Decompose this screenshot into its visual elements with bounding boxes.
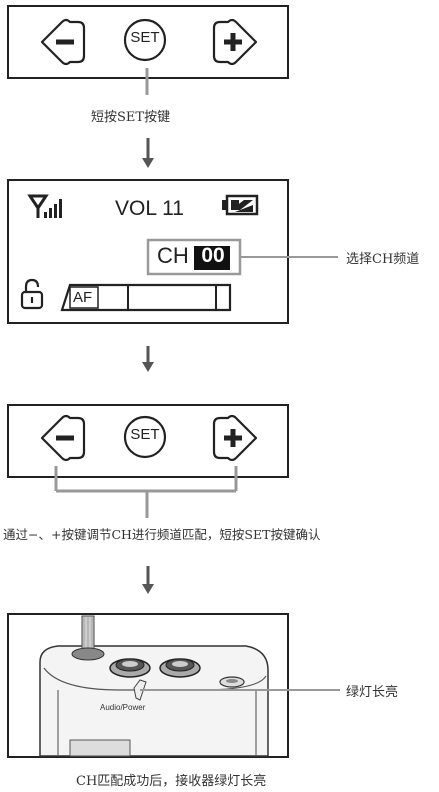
lcd-display bbox=[7, 179, 289, 324]
led-callout: 绿灯长亮 bbox=[346, 685, 399, 700]
connector-jack-icon bbox=[159, 658, 201, 678]
plus-button-icon bbox=[212, 18, 258, 66]
bracket-connector bbox=[54, 466, 238, 518]
antenna-icon bbox=[27, 194, 49, 218]
led-indicator-icon bbox=[219, 676, 245, 688]
down-arrow-icon bbox=[142, 346, 154, 372]
af-label: AF bbox=[73, 289, 93, 306]
channel-prefix: CH bbox=[157, 243, 189, 268]
lock-icon bbox=[20, 278, 44, 310]
minus-button-icon bbox=[40, 18, 86, 66]
set-button-icon bbox=[123, 18, 167, 62]
plus-button-icon bbox=[212, 414, 258, 462]
down-arrow-icon bbox=[142, 138, 154, 168]
step4-caption: CH匹配成功后，接收器绿灯长亮 bbox=[76, 774, 267, 789]
step3-caption: 通过−、+按键调节CH进行频道匹配，短按SET按键确认 bbox=[3, 527, 321, 542]
button-panel-middle bbox=[7, 404, 289, 478]
battery-icon bbox=[222, 194, 259, 216]
set-button-icon bbox=[123, 415, 167, 459]
channel-value-box bbox=[194, 246, 230, 270]
connector-jack-icon bbox=[109, 658, 151, 678]
device-illustration bbox=[7, 613, 289, 758]
set-button-label: SET bbox=[130, 29, 160, 46]
channel-value: 00 bbox=[201, 244, 225, 267]
button-panel-top bbox=[7, 5, 289, 79]
device-label: Audio/Power bbox=[100, 703, 146, 712]
volume-label: VOL 11 bbox=[115, 197, 184, 220]
channel-callout: 选择CH频道 bbox=[346, 252, 420, 267]
af-meter bbox=[60, 283, 232, 312]
signal-bars-icon bbox=[44, 199, 62, 218]
down-arrow-icon bbox=[142, 566, 154, 594]
step1-caption: 短按SET按键 bbox=[91, 110, 171, 125]
minus-button-icon bbox=[40, 414, 86, 462]
set-button-label: SET bbox=[130, 426, 160, 443]
antenna-icon bbox=[71, 615, 105, 661]
